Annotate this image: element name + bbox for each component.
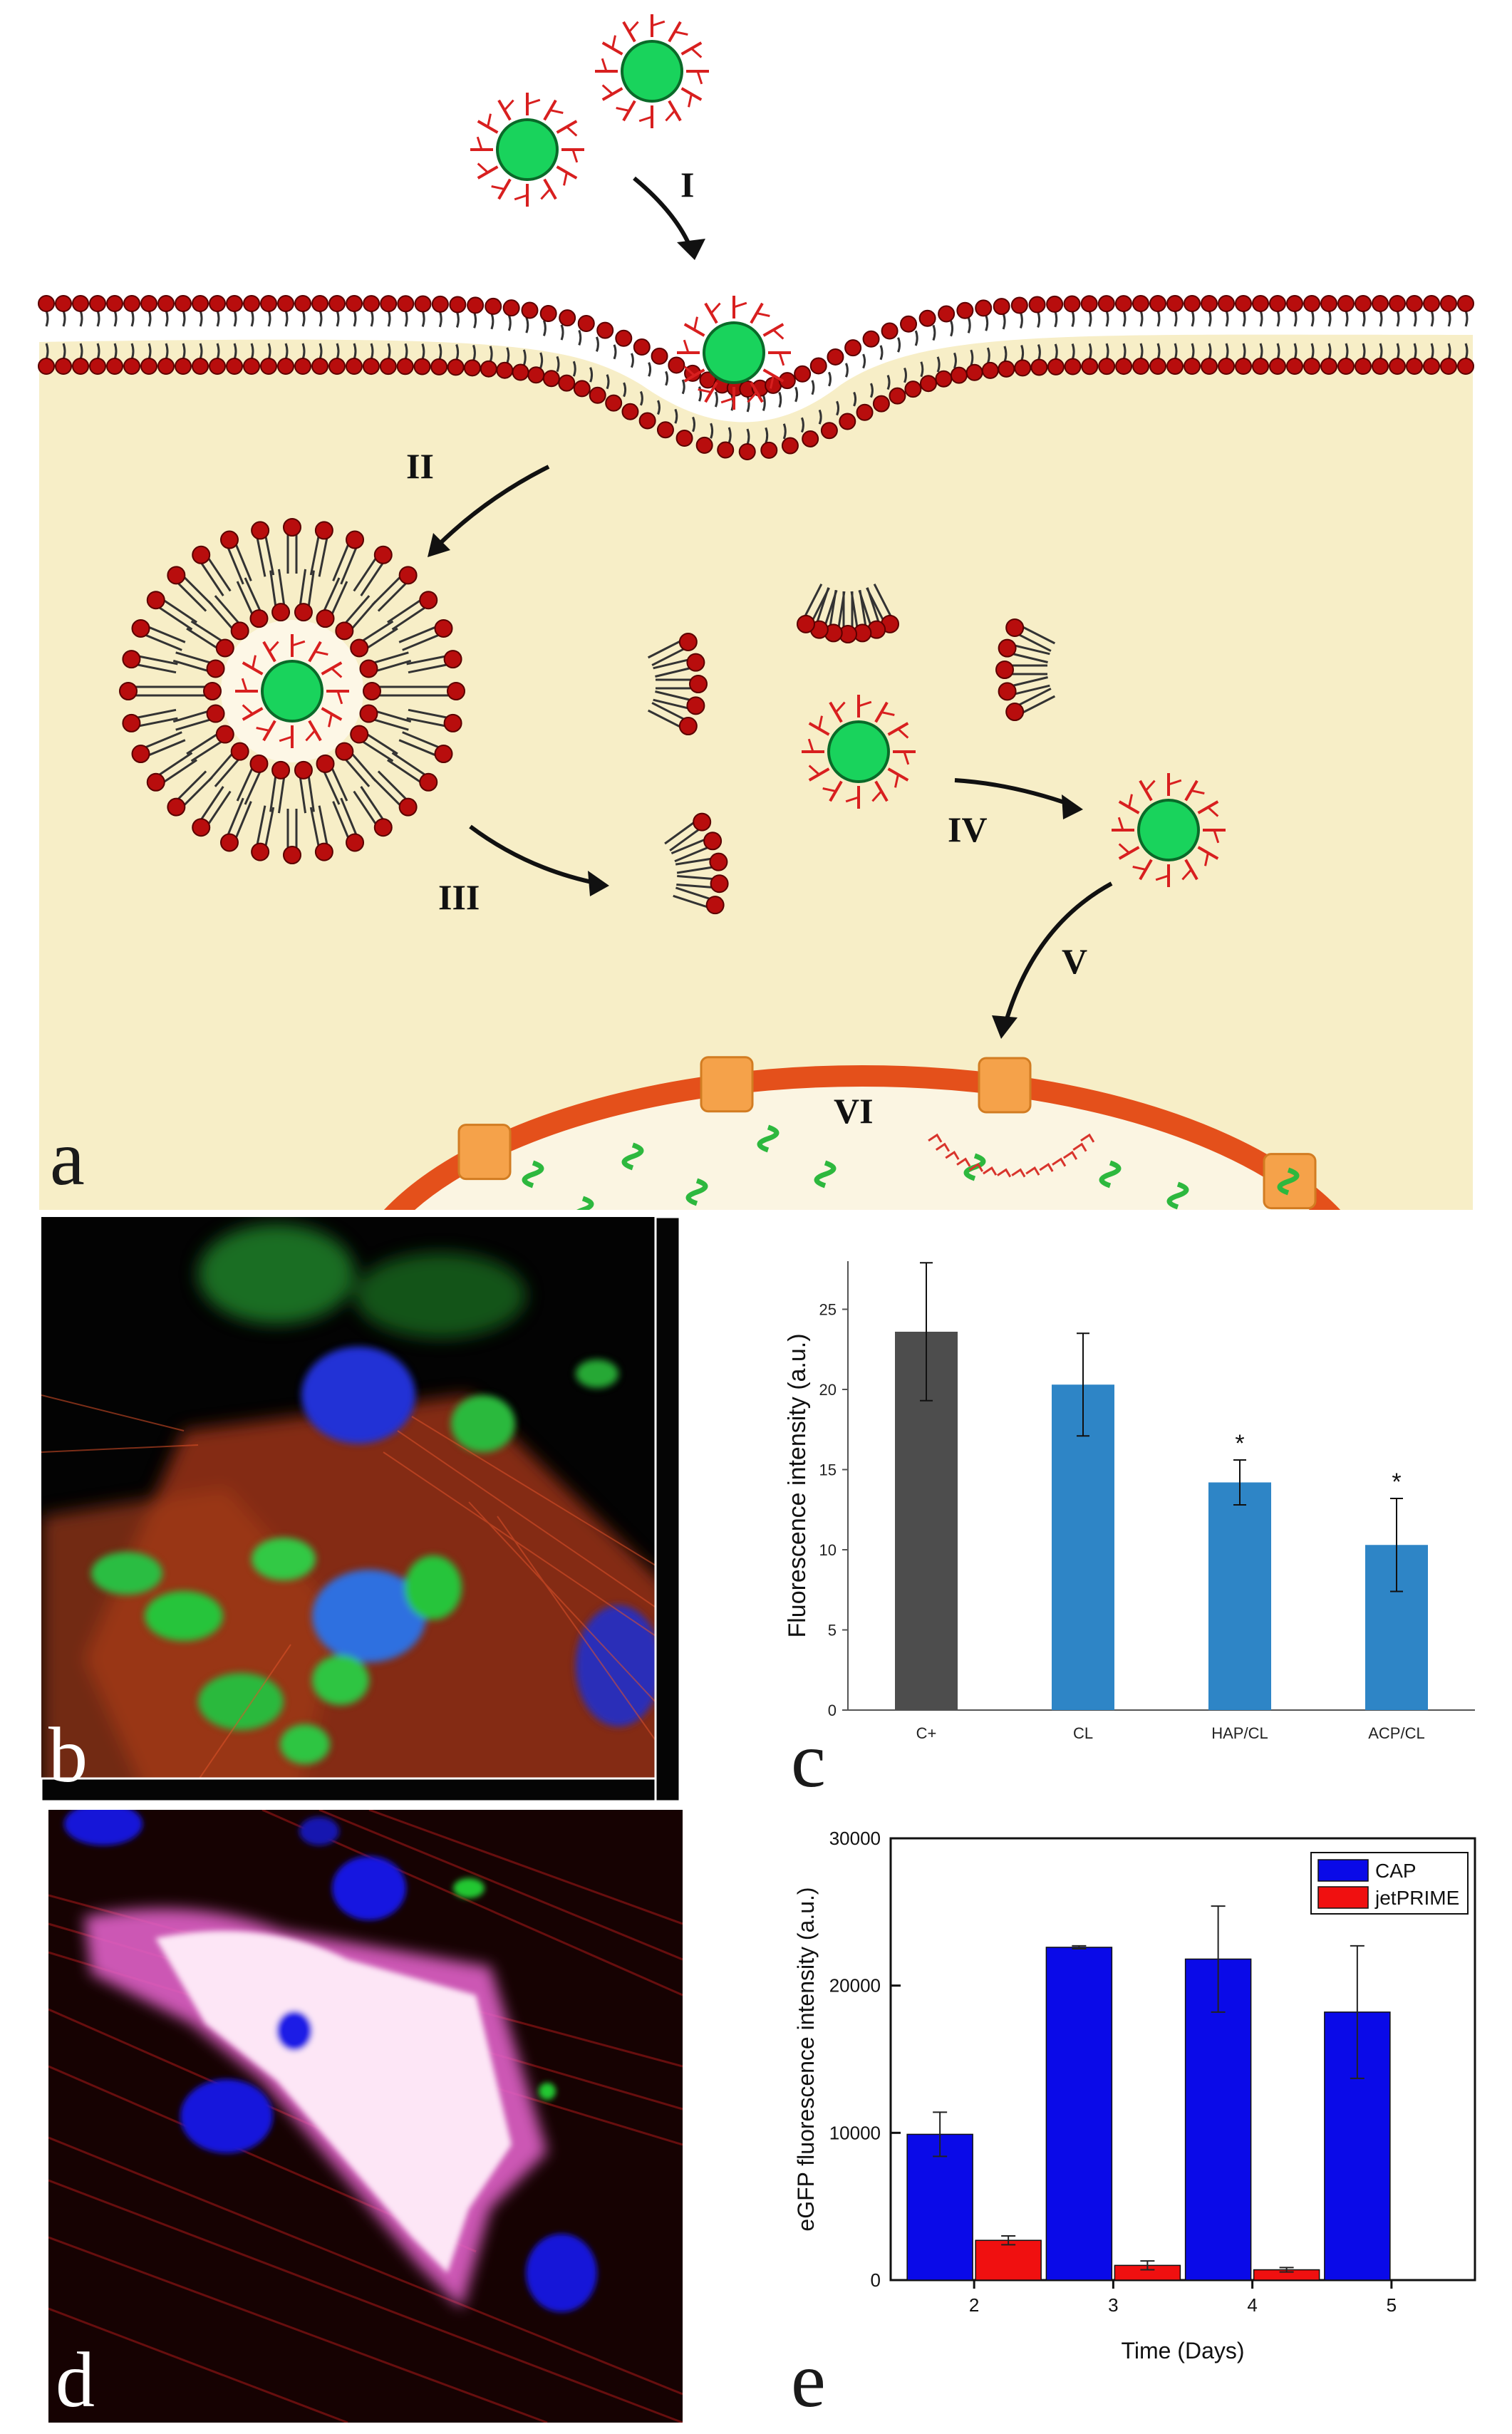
significance-marker: * <box>1235 1430 1244 1457</box>
y-axis-label: eGFP fluorescence intensity (a.u.) <box>793 1887 819 2231</box>
x-tick-label: 4 <box>1247 2294 1257 2316</box>
cell-membrane <box>38 295 1474 460</box>
bar <box>906 2133 973 2281</box>
confocal-image-d <box>48 1810 683 2423</box>
endosome <box>119 518 465 864</box>
step-label-v: V <box>1062 941 1088 981</box>
process-arrows <box>433 176 1113 1027</box>
y-tick-label: 0 <box>828 1702 837 1719</box>
y-tick-label: 25 <box>819 1301 837 1319</box>
y-tick-label: 10000 <box>829 2122 881 2143</box>
panel-letter-e: e <box>791 2336 826 2423</box>
nanoparticle <box>595 14 709 128</box>
bar <box>1208 1482 1271 1710</box>
y-tick-label: 20000 <box>829 1975 881 1997</box>
panel-a: I II III IV V VI a <box>0 0 1512 1211</box>
legend-label: jetPRIME <box>1374 1887 1459 1909</box>
arrow-heads <box>428 239 1083 1039</box>
panel-d: d <box>48 1810 683 2423</box>
x-tick-label: HAP/CL <box>1211 1724 1268 1742</box>
cytoplasm <box>39 334 1473 1211</box>
x-tick-label: CL <box>1073 1724 1093 1742</box>
chart-e: 0 10000 20000 30000 eGFP fluorescence intens… <box>793 1828 1476 2363</box>
panel-letter-d: d <box>56 2336 95 2423</box>
x-tick-label: 2 <box>969 2294 979 2316</box>
step-label-iii: III <box>438 877 480 917</box>
bar <box>975 2239 1042 2281</box>
nanoparticle <box>802 695 916 809</box>
nanoparticle <box>235 634 349 748</box>
y-tick-label: 5 <box>828 1622 837 1640</box>
y-tick-label: 30000 <box>829 1828 881 1849</box>
y-tick-label: 10 <box>819 1541 837 1559</box>
x-axis-label: Time (Days) <box>1121 2338 1244 2363</box>
endosome-fragments <box>647 583 1056 915</box>
bar <box>1045 1947 1113 2281</box>
confocal-image-b <box>41 1217 680 1801</box>
significance-marker: * <box>1392 1469 1401 1496</box>
nanoparticle <box>1112 773 1226 887</box>
step-label-iv: IV <box>948 809 988 849</box>
x-tick-label: ACP/CL <box>1368 1724 1424 1742</box>
y-tick-label: 0 <box>871 2269 881 2291</box>
legend-swatch <box>1317 1886 1369 1909</box>
x-tick-label: C+ <box>916 1724 937 1742</box>
x-tick-label: 3 <box>1108 2294 1118 2316</box>
nanoparticle <box>677 296 791 410</box>
legend-swatch <box>1317 1859 1369 1882</box>
legend-label: CAP <box>1375 1860 1417 1882</box>
step-label-ii: II <box>406 446 434 486</box>
bar <box>1052 1384 1114 1710</box>
nanoparticles <box>235 14 1226 887</box>
step-label-vi: VI <box>834 1091 874 1131</box>
nanoparticle <box>470 93 584 207</box>
panel-letter-c: c <box>791 1716 826 1803</box>
y-tick-label: 20 <box>819 1381 837 1399</box>
panel-letter-a: a <box>50 1114 85 1201</box>
plot-frame <box>889 1837 1476 2282</box>
step-label-i: I <box>680 165 695 204</box>
panel-e: 0 10000 20000 30000 eGFP fluorescence intens… <box>762 1810 1489 2423</box>
nucleus <box>384 1056 1340 1210</box>
x-tick-label: 5 <box>1387 2294 1397 2316</box>
y-axis-label: Fluorescence intensity (a.u.) <box>784 1333 811 1637</box>
panel-letter-b: b <box>48 1711 88 1798</box>
y-tick-label: 15 <box>819 1461 837 1479</box>
uptake-schematic <box>38 14 1474 1211</box>
panel-b: b <box>41 1217 680 1801</box>
